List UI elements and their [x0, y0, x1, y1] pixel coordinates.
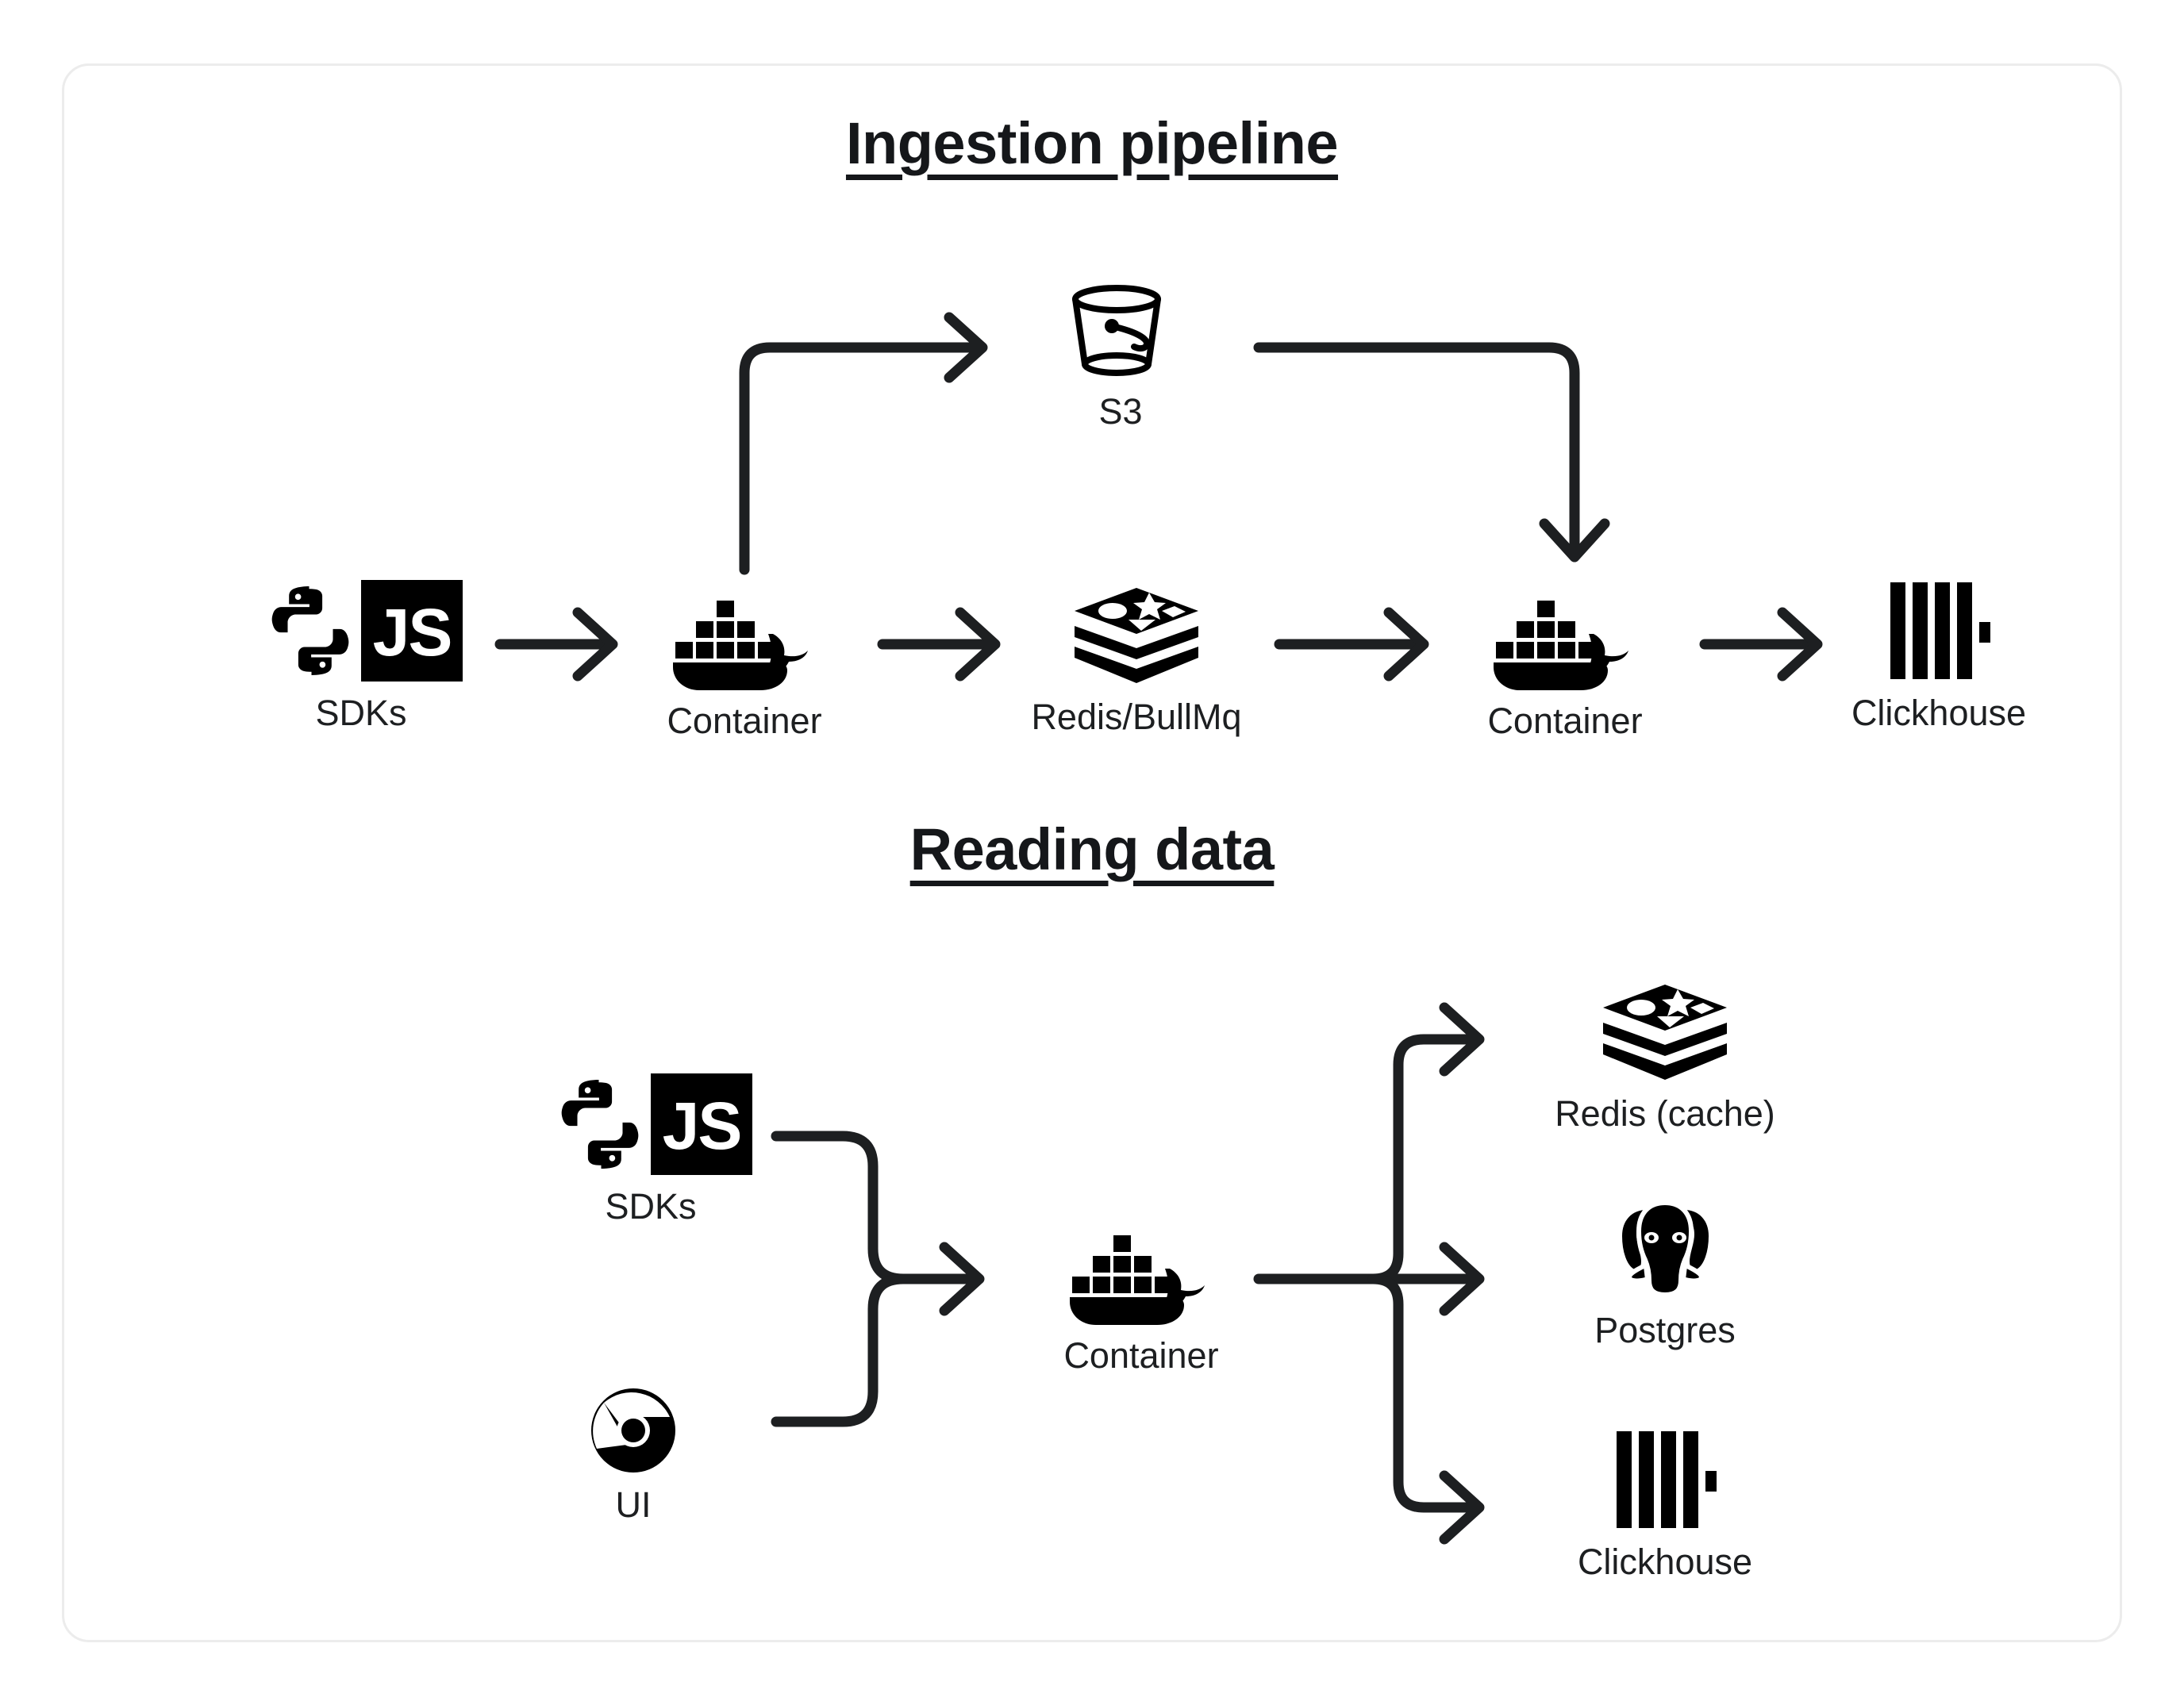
docker-whale-icon [1070, 1222, 1213, 1325]
node-clickhouse-ingestion[interactable]: Clickhouse [1796, 579, 2082, 733]
s3-bucket-icon [1067, 278, 1175, 381]
python-js-sdk-icon: JS [549, 1073, 752, 1176]
python-js-sdk-icon: JS [260, 579, 463, 682]
node-container-ingestion-2[interactable]: Container [1422, 587, 1708, 741]
node-label: Redis (cache) [1555, 1093, 1775, 1134]
redis-stack-icon [1601, 980, 1728, 1083]
node-label: UI [615, 1484, 652, 1525]
node-label: Container [1063, 1335, 1219, 1376]
node-clickhouse-reading[interactable]: Clickhouse [1522, 1428, 1808, 1582]
clickhouse-bars-icon [1887, 579, 1990, 682]
js-badge: JS [651, 1073, 752, 1175]
node-label: Postgres [1594, 1310, 1736, 1350]
node-label: Clickhouse [1851, 693, 2027, 733]
section-title-ingestion: Ingestion pipeline [845, 110, 1339, 176]
diagram-card [62, 63, 2122, 1642]
clickhouse-bars-icon [1613, 1428, 1717, 1531]
node-s3[interactable]: S3 [978, 278, 1263, 432]
node-postgres[interactable]: Postgres [1522, 1196, 1808, 1350]
node-label: SDKs [315, 693, 407, 733]
node-label: S3 [1098, 391, 1143, 432]
docker-whale-icon [1494, 587, 1636, 690]
node-container-reading[interactable]: Container [998, 1222, 1284, 1376]
section-title-reading: Reading data [909, 816, 1275, 882]
node-ui[interactable]: UI [490, 1371, 776, 1525]
node-label: SDKs [605, 1186, 697, 1227]
node-redis-cache[interactable]: Redis (cache) [1522, 980, 1808, 1134]
node-label: Clickhouse [1577, 1542, 1753, 1582]
node-label: Redis/BullMq [1031, 697, 1242, 737]
node-sdks-reading[interactable]: JS SDKs [508, 1073, 794, 1227]
node-redis-bullmq[interactable]: Redis/BullMq [994, 583, 1279, 737]
docker-whale-icon [673, 587, 816, 690]
postgres-elephant-icon [1612, 1196, 1719, 1300]
node-label: Container [1487, 701, 1643, 741]
node-sdks-ingestion[interactable]: JS SDKs [218, 579, 504, 733]
chrome-browser-icon [590, 1371, 677, 1474]
redis-stack-icon [1073, 583, 1200, 686]
node-label: Container [667, 701, 822, 741]
js-badge: JS [361, 580, 463, 682]
node-container-ingestion-1[interactable]: Container [602, 587, 887, 741]
